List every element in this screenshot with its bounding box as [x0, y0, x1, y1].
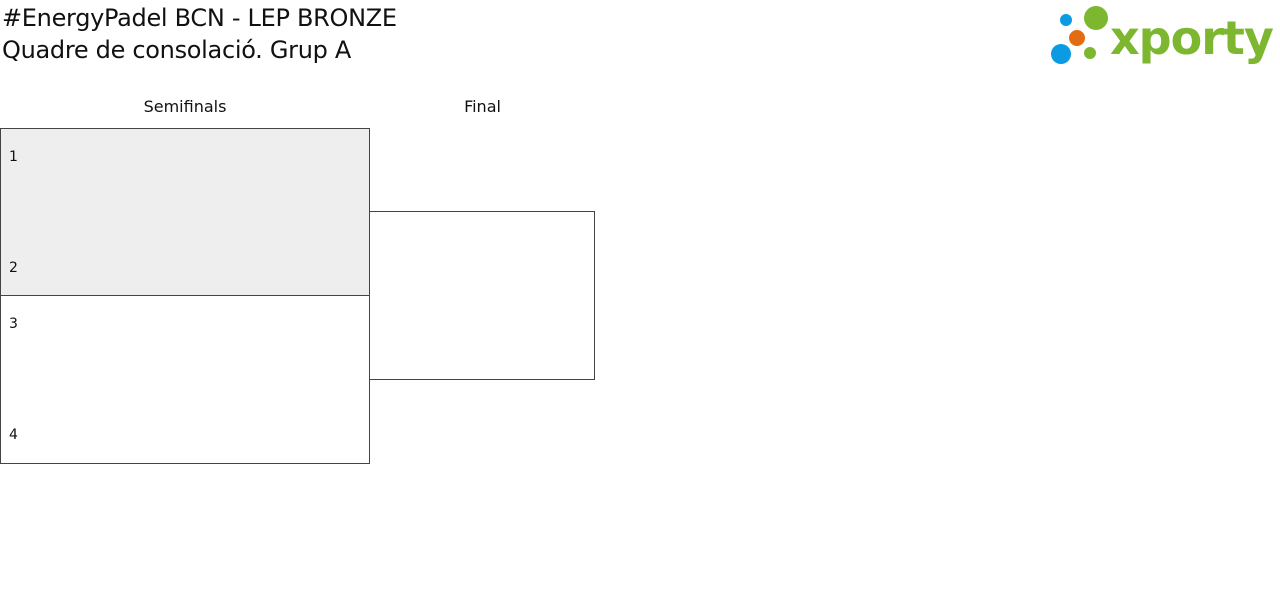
logo-text: xporty — [1110, 11, 1274, 65]
page-subtitle: Quadre de consolació. Grup A — [2, 36, 351, 64]
round-label-final: Final — [464, 97, 501, 116]
seed-1: 1 — [9, 149, 18, 165]
semifinal-match-1[interactable]: 1 2 — [0, 128, 370, 296]
seed-3: 3 — [9, 316, 18, 332]
semifinal-match-2[interactable]: 3 4 — [0, 295, 370, 464]
logo-dot-orange — [1069, 30, 1085, 46]
logo-dot-blue-large — [1051, 44, 1071, 64]
logo-dot-green-large — [1084, 6, 1108, 30]
xporty-logo[interactable]: xporty — [1050, 4, 1274, 66]
final-match[interactable] — [369, 211, 595, 380]
logo-dot-blue-small — [1060, 14, 1072, 26]
round-label-semifinals: Semifinals — [143, 97, 227, 116]
page-title: #EnergyPadel BCN - LEP BRONZE — [2, 4, 397, 32]
logo-dot-green-small — [1084, 47, 1096, 59]
seed-2: 2 — [9, 260, 18, 276]
header: #EnergyPadel BCN - LEP BRONZE Quadre de … — [2, 2, 397, 66]
seed-4: 4 — [9, 427, 18, 443]
